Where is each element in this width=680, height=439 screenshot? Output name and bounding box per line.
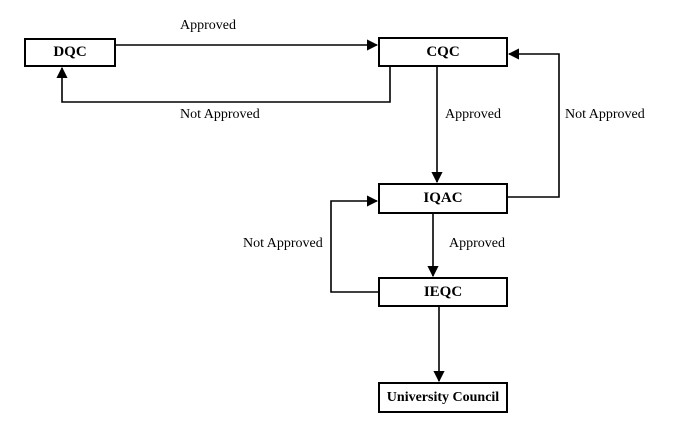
node-university-council-label: University Council xyxy=(386,389,500,405)
label-iqac-to-cqc: Not Approved xyxy=(565,107,645,122)
edge-iqac-to-cqc xyxy=(507,48,560,198)
node-university-council: University Council xyxy=(378,382,508,413)
node-iqac: IQAC xyxy=(378,183,508,214)
edge-cqc-to-dqc xyxy=(56,66,391,103)
label-ieqc-to-iqac: Not Approved xyxy=(243,236,323,251)
label-cqc-to-iqac: Approved xyxy=(445,107,501,122)
label-cqc-to-dqc: Not Approved xyxy=(180,107,260,122)
node-dqc-label: DQC xyxy=(53,44,87,60)
edge-ieqc-to-iqac xyxy=(330,195,379,293)
node-dqc: DQC xyxy=(24,38,116,67)
node-cqc-label: CQC xyxy=(426,43,460,60)
node-iqac-label: IQAC xyxy=(423,190,463,206)
label-dqc-to-cqc: Approved xyxy=(180,18,236,33)
label-iqac-to-ieqc: Approved xyxy=(449,236,505,251)
node-ieqc-label: IEQC xyxy=(423,283,463,300)
node-cqc: CQC xyxy=(378,37,508,67)
node-ieqc: IEQC xyxy=(378,277,508,307)
